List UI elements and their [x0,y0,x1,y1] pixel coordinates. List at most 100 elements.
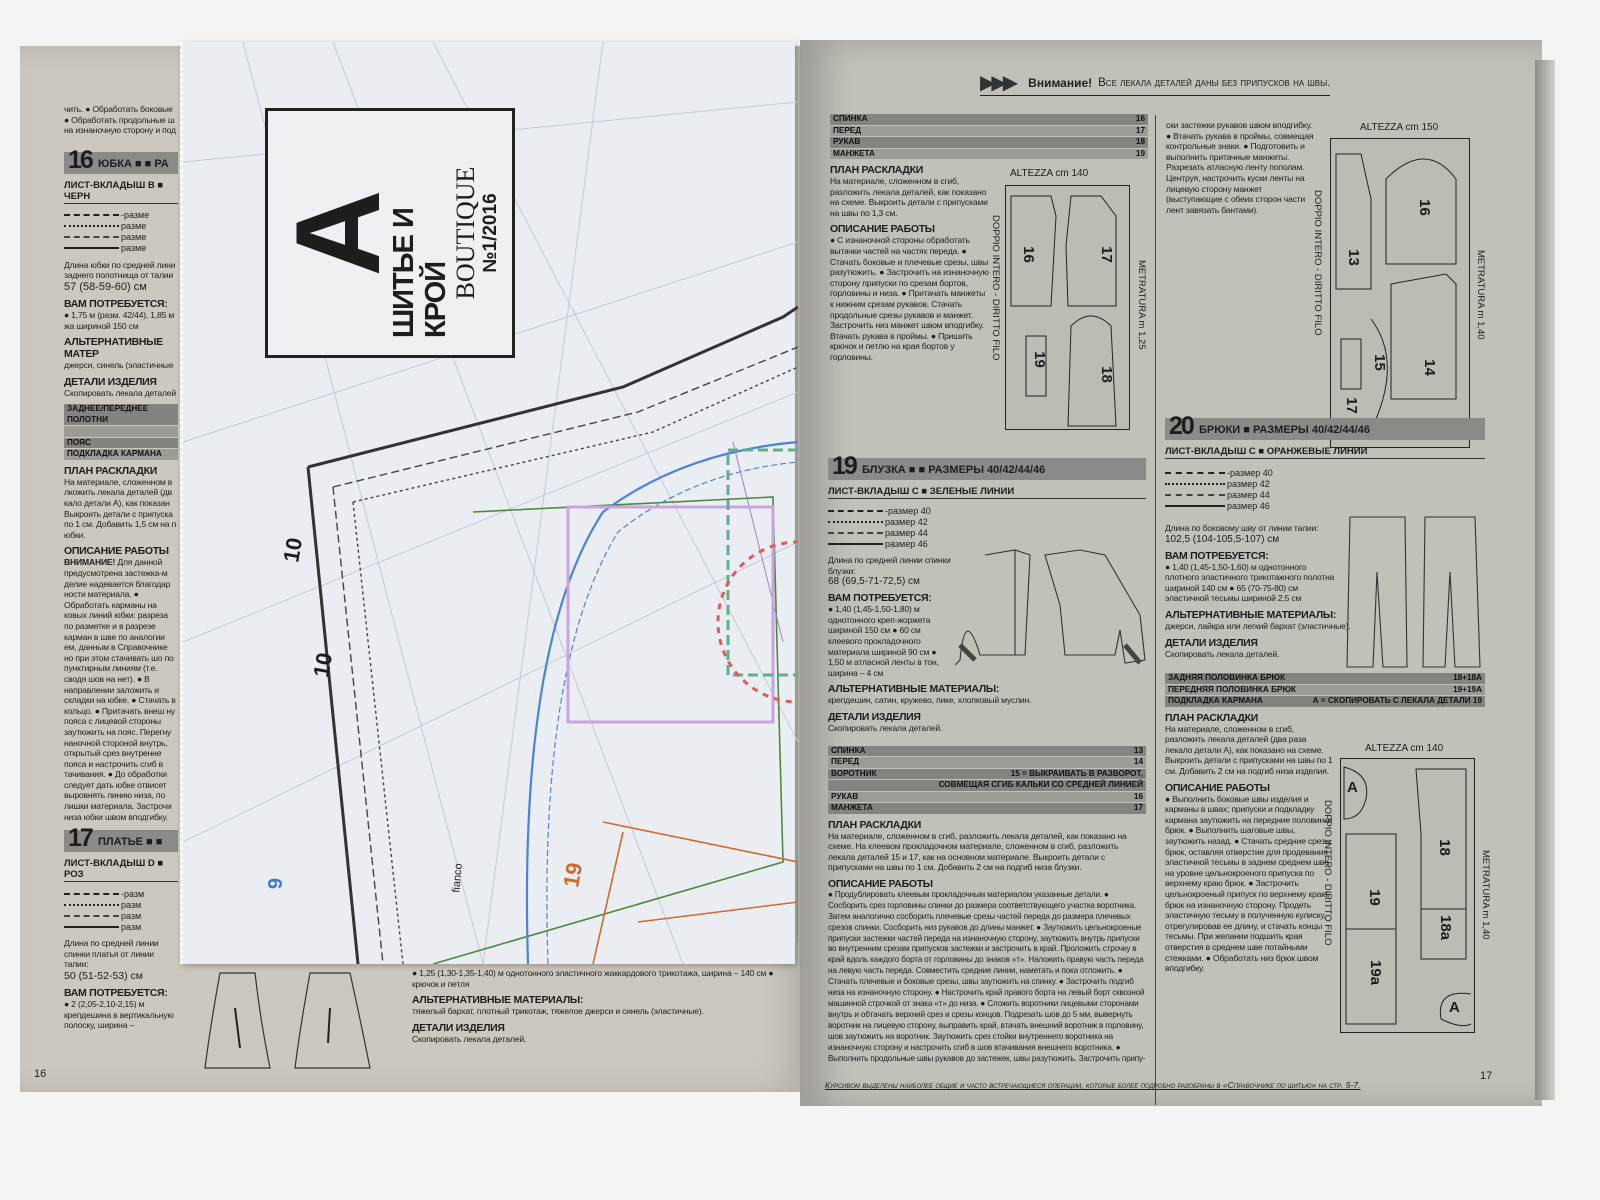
piece-number: 19 [1365,889,1383,906]
under-insert-text: ● 1,25 (1,30-1,35-1,40) м однотонного эл… [412,968,782,1044]
piece-number: 18 [1435,839,1453,856]
table-cell: ЗАДНЕЕ/ПЕРЕДНЕЕ ПОЛОТНИ [67,404,149,424]
piece-number: 18a [1437,914,1455,941]
table-cell: ВОРОТНИК [831,768,877,778]
size-label: -разме [121,210,150,221]
heading: ОПИСАНИЕ РАБОТЫ [830,223,935,236]
table-cell: 16 [1135,114,1145,123]
length-text: Длина по боковому шву от линии талии: [1165,523,1319,533]
heading: ДЕТАЛИ ИЗДЕЛИЯ [64,375,157,388]
layout-diagram-2: 13 16 15 17 14 [1330,138,1470,448]
section-title: БЛУЗКА ■ ■ РАЗМЕРЫ 40/42/44/46 [862,464,1046,476]
heading: ВАМ ПОТРЕБУЕТСЯ: [1165,549,1269,562]
table-cell: МАНЖЕТА [831,803,873,813]
heading: ДЕТАЛИ ИЗДЕЛИЯ [828,710,921,723]
table-cell: 16 [1133,791,1143,801]
heading: ВАМ ПОТРЕБУЕТСЯ: [64,297,168,310]
heading: АЛЬТЕРНАТИВНЫЕ МАТЕРИАЛЫ: [412,994,584,1007]
yardage-label: METRATURA m 1,40 [1480,850,1491,940]
text: На материале, сложенном в лкожить лекала… [64,476,177,540]
fold-label: DOPPIO INTERO - DIRITTO FILO [1322,800,1333,946]
heading: ОПИСАНИЕ РАБОТЫ [1165,781,1270,794]
heading: ВАМ ПОТРЕБУЕТСЯ: [828,592,932,605]
text: ски застежки рукавов швом вподгибку. ● В… [1166,120,1314,215]
heading: ПЛАН РАСКЛАДКИ [64,464,157,477]
pattern-label: 9 [265,877,288,890]
text: ● С изнаночной стороны обработать вытачк… [830,235,989,362]
size-label: размер 44 [885,527,928,538]
piece-number: 16 [1415,199,1433,216]
table-cell: ПЕРЕД [833,125,862,135]
section-20: 20 БРЮКИ ■ РАЗМЕРЫ 40/42/44/46 ЛИСТ-ВКЛА… [1165,412,1485,974]
table-cell: 18+18А [1453,673,1482,683]
text: тяжелый бархат, плотный трикотаж, тяжело… [412,1006,704,1017]
sheet-label: ЛИСТ-ВКЛАДЫШ В ■ ЧЕРН [64,180,178,204]
size-legend: -разм разм разм разм [64,888,178,932]
size-legend: -разме разме разме разме [64,210,178,254]
table-cell: 14 [1133,757,1143,767]
logo-letter: А [271,189,405,277]
section-16-header: 16 ЮБКА ■ ■ РА [64,146,178,174]
attention-label: ВНИМАНИЕ! [64,557,116,568]
heading: АЛЬТЕРНАТИВНЫЕ МАТЕРИАЛЫ: [1165,608,1337,621]
text: джерси, синель (эластичные [64,360,174,371]
table-cell: 17 [1133,803,1143,813]
text: ВНИМАНИЕ! Для данной предусмотрена засте… [64,557,178,822]
attention-header: ▶▶▶ Внимание! Все лекала деталей даны бе… [980,70,1331,96]
sheet-label: ЛИСТ-ВКЛАДЫШ D ■ РОЗ [64,858,178,883]
size-legend: -размер 40 размер 42 размер 44 размер 46 [1165,467,1485,511]
left-column: чить. ● Обработать боковые ● Обработать … [64,104,178,1031]
pattern-label: 10 [278,535,308,565]
text: джерси, лайкра или легкий бархат (эласти… [1165,620,1351,631]
triple-arrow-icon: ▶▶▶ [980,72,1018,94]
table-cell: 19+19А [1453,684,1482,694]
length-value: 57 (58-59-60) см [64,280,147,293]
text: ● Продублировать клеевым прокладочным ма… [828,889,1146,1063]
table-cell: СПИНКА [833,114,868,123]
layout-diagram-1: 16 17 19 18 [1005,185,1130,430]
table-cell: 13 [1133,745,1143,755]
section-number: 19 [832,452,858,480]
size-label: -разм [121,888,145,899]
size-label: размер 42 [885,516,928,527]
right-page: ▶▶▶ Внимание! Все лекала деталей даны бе… [800,40,1542,1106]
piece-number: A [1449,999,1460,1016]
logo-issue: №1/2016 [480,193,501,273]
heading: ДЕТАЛИ ИЗДЕЛИЯ [1165,636,1258,649]
text: Скопировать лекала деталей. [412,1033,527,1044]
table-cell: ПОДКЛАДКА КАРМАНА [67,449,162,459]
heading: ОПИСАНИЕ РАБОТЫ [64,545,169,558]
right-right-column-top: ски застежки рукавов швом вподгибку. ● В… [1166,120,1316,215]
page-number: 17 [1480,1070,1493,1082]
layout-diagram-3: A 18 19 18a 19a A [1340,758,1475,1033]
attention-label: Внимание! [1028,75,1093,90]
length-value: 68 (69,5-71-72,5) см [828,576,920,588]
length-text: Длина по средней линии спинки платья от … [64,938,159,970]
size-label: разме [121,232,147,243]
logo-title: ШИТЬЕ И КРОЙ [388,208,452,338]
length-text: Длина юбки по средней лини заднего полот… [64,259,176,281]
pattern-lines [183,42,798,964]
heading: АЛЬТЕРНАТИВНЫЕ МАТЕРИАЛЫ: [828,683,1000,696]
table-cell: СПИНКА [831,745,866,755]
logo-brand: BOUTIQUE [451,166,480,300]
fold-label: DOPPIO INTERO - DIRITTO FILO [990,215,1001,361]
section-title: ПЛАТЬЕ ■ ■ [98,836,163,849]
text: ● 1,40 (1,45-1,50-1,60) м однотонного пл… [1165,561,1335,604]
piece-number: 17 [1342,397,1360,414]
piece-number: 19a [1367,959,1385,986]
size-label: размер 46 [885,538,928,549]
text: Для данной предусмотрена застежка-м дели… [64,557,176,822]
trousers-sketch [1346,516,1481,668]
table-cell: ЗАДНЯЯ ПОЛОВИНКА БРЮК [1168,673,1285,683]
heading: ПЛАН РАСКЛАДКИ [1165,711,1258,724]
size-label: разм [121,910,142,921]
size-label: разме [121,221,147,232]
length-value: 50 (51-52-53) см [64,970,144,983]
table-cell: ПЕРЕДНЯЯ ПОЛОВИНКА БРЮК [1168,684,1296,694]
heading: ОПИСАНИЕ РАБОТЫ [828,877,933,890]
text-line: ● Обработать продольные ш [64,114,175,125]
